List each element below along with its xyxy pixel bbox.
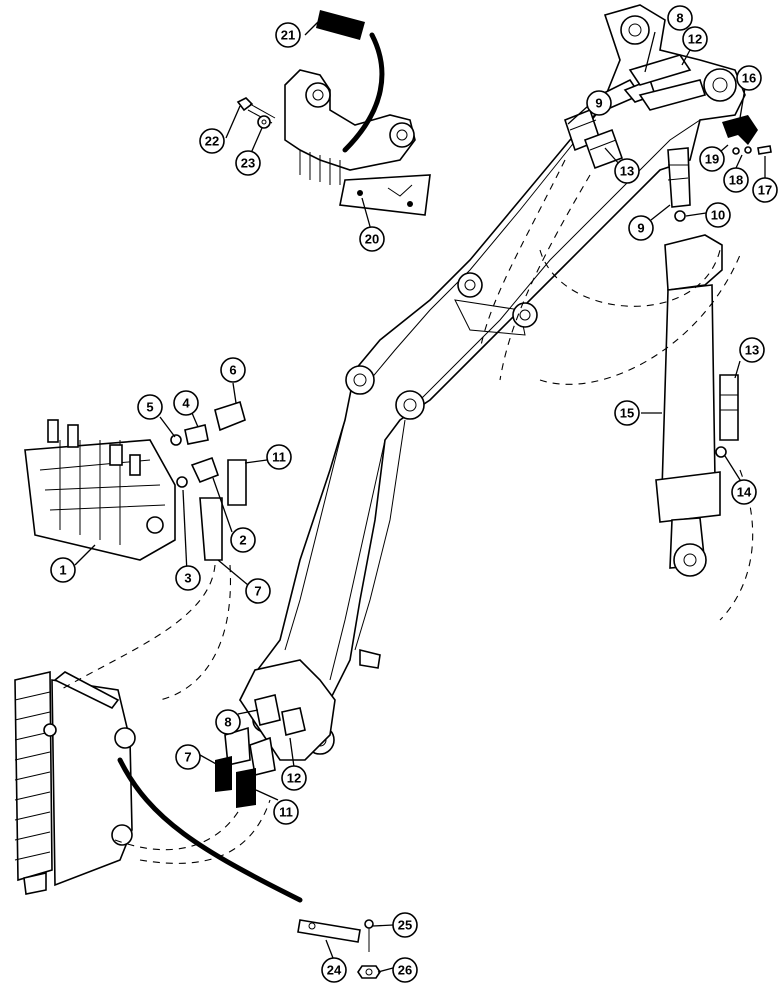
plate-24 bbox=[297, 919, 361, 943]
callout-9b: 9 bbox=[628, 215, 654, 241]
callout-label: 11 bbox=[272, 450, 286, 465]
hose-long bbox=[117, 757, 303, 903]
callout-label: 21 bbox=[281, 28, 295, 43]
callout-5: 5 bbox=[137, 394, 163, 420]
callout-label: 8 bbox=[224, 715, 231, 730]
callout-label: 26 bbox=[398, 963, 412, 978]
callout-1: 1 bbox=[50, 557, 76, 583]
nut-26 bbox=[357, 965, 381, 979]
cylinder-15 bbox=[655, 234, 723, 577]
callout-14: 14 bbox=[731, 479, 757, 505]
o-ring-10 bbox=[674, 210, 686, 222]
callout-24: 24 bbox=[321, 957, 347, 983]
callout-label: 12 bbox=[287, 771, 301, 786]
callout-label: 25 bbox=[398, 918, 412, 933]
o-ring-14 bbox=[715, 446, 727, 458]
callout-label: 14 bbox=[737, 485, 752, 500]
callout-label: 7 bbox=[184, 750, 191, 765]
callout-label: 18 bbox=[729, 173, 743, 188]
callout-label: 5 bbox=[146, 400, 153, 415]
callout-6: 6 bbox=[220, 357, 246, 383]
callout-16: 16 bbox=[736, 65, 762, 91]
callout-8b: 8 bbox=[667, 5, 693, 31]
callout-25: 25 bbox=[392, 912, 418, 938]
callout-label: 6 bbox=[229, 363, 236, 378]
callout-label: 22 bbox=[205, 134, 219, 149]
callout-label: 1 bbox=[59, 563, 66, 578]
callout-label: 15 bbox=[620, 406, 634, 421]
boom-arm bbox=[238, 4, 746, 761]
fittings-left bbox=[170, 400, 247, 561]
callout-21: 21 bbox=[275, 22, 301, 48]
callout-20: 20 bbox=[359, 226, 385, 252]
plate-20 bbox=[339, 174, 431, 216]
callout-label: 19 bbox=[705, 152, 719, 167]
callout-label: 13 bbox=[745, 343, 759, 358]
callout-23: 23 bbox=[235, 150, 261, 176]
handle-bracket bbox=[284, 69, 416, 185]
callout-3: 3 bbox=[175, 565, 201, 591]
callout-15: 15 bbox=[614, 400, 640, 426]
callout-26: 26 bbox=[392, 957, 418, 983]
callout-label: 9 bbox=[595, 96, 602, 111]
callout-label: 13 bbox=[620, 164, 634, 179]
callout-label: 24 bbox=[327, 963, 342, 978]
fitting-13-right bbox=[719, 374, 739, 441]
swing-post bbox=[14, 670, 136, 895]
fitting-9-right bbox=[667, 147, 691, 208]
callout-18: 18 bbox=[723, 167, 749, 193]
callout-label: 12 bbox=[688, 32, 702, 47]
callout-label: 10 bbox=[711, 208, 725, 223]
callout-11b: 11 bbox=[273, 799, 299, 825]
callout-17: 17 bbox=[752, 177, 778, 203]
callout-label: 16 bbox=[742, 71, 756, 86]
callout-label: 9 bbox=[637, 221, 644, 236]
callout-label: 20 bbox=[365, 232, 379, 247]
grip-21 bbox=[316, 10, 385, 153]
bolt-25 bbox=[364, 919, 374, 952]
callout-7b: 7 bbox=[175, 744, 201, 770]
callout-4: 4 bbox=[173, 390, 199, 416]
callout-label: 8 bbox=[676, 11, 683, 26]
callout-8a: 8 bbox=[215, 709, 241, 735]
callout-label: 17 bbox=[758, 183, 772, 198]
washer-23 bbox=[257, 115, 271, 129]
callout-label: 23 bbox=[241, 156, 255, 171]
lower-fittings bbox=[215, 694, 306, 808]
callout-13b: 13 bbox=[739, 337, 765, 363]
callout-9a: 9 bbox=[586, 90, 612, 116]
callout-2: 2 bbox=[230, 527, 256, 553]
callout-7a: 7 bbox=[245, 578, 271, 604]
callout-13a: 13 bbox=[614, 158, 640, 184]
callout-label: 3 bbox=[184, 571, 191, 586]
callout-10: 10 bbox=[705, 202, 731, 228]
callout-label: 11 bbox=[279, 805, 293, 820]
callout-label: 7 bbox=[254, 584, 261, 599]
control-valve bbox=[24, 419, 176, 561]
callout-label: 2 bbox=[239, 533, 246, 548]
callout-11a: 11 bbox=[266, 444, 292, 470]
callout-19: 19 bbox=[699, 146, 725, 172]
callout-label: 4 bbox=[182, 396, 190, 411]
callout-22: 22 bbox=[199, 128, 225, 154]
clamp-16 bbox=[722, 115, 772, 155]
callout-12a: 12 bbox=[682, 26, 708, 52]
callout-12b: 12 bbox=[281, 765, 307, 791]
